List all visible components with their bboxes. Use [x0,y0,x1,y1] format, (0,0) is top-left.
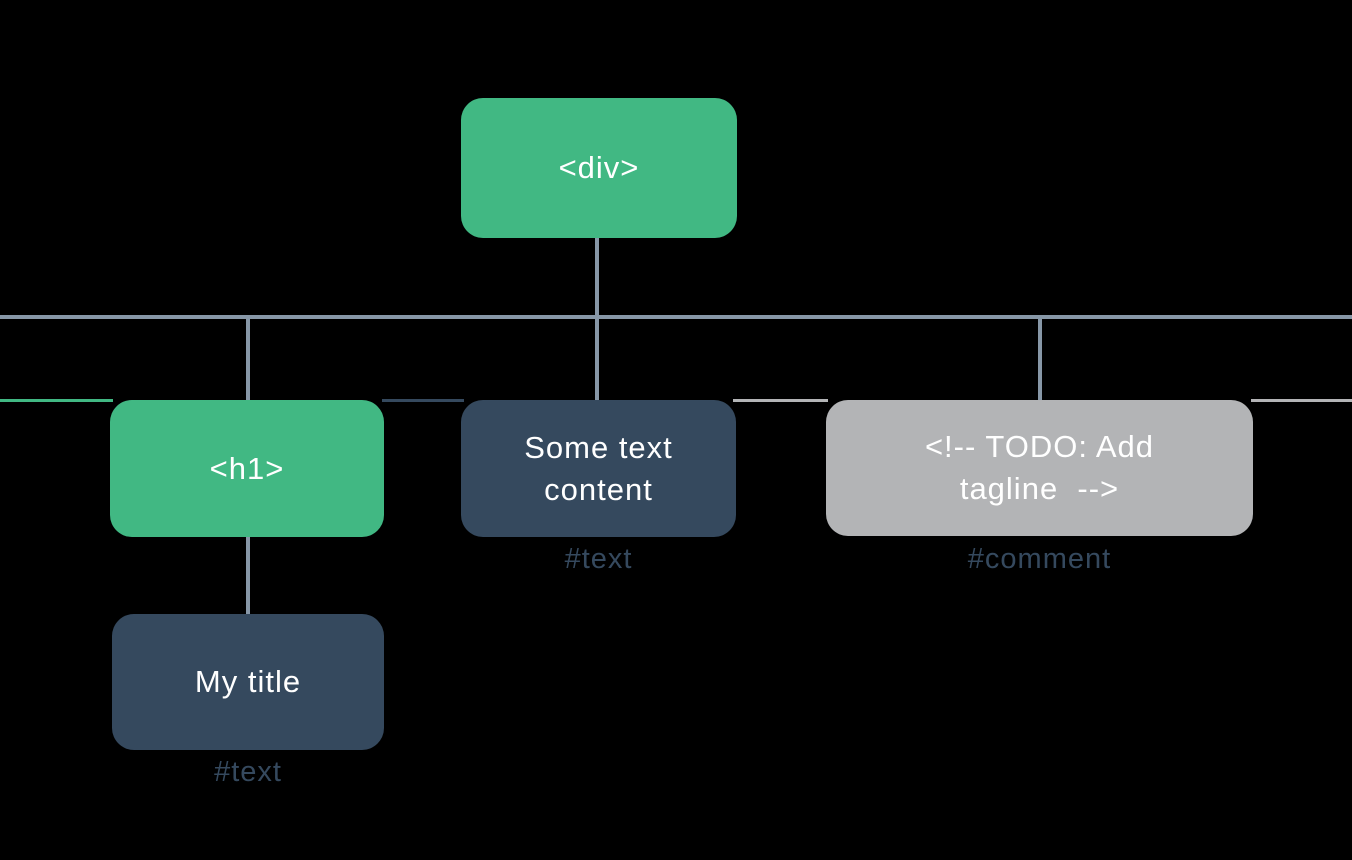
annotation-my-title-text-node: #text [214,756,282,788]
node-div: <div> [461,98,737,238]
node-my-title: My title [112,614,384,750]
edge-segment-navy-middle [382,399,464,402]
node-h1-label: <h1> [209,450,285,486]
connector-h1-to-title [246,537,250,616]
node-comment: <!-- TODO: Add tagline --> [826,400,1253,536]
node-h1: <h1> [110,400,384,537]
node-div-label: <div> [558,150,640,186]
connector-drop-comment [1038,315,1042,402]
connector-horizontal-rail [0,315,1352,319]
edge-segment-green-left [0,399,113,402]
node-text-content: Some text content [461,400,736,537]
node-comment-label: <!-- TODO: Add tagline --> [924,429,1155,506]
connector-root-vertical [595,238,599,318]
annotation-text-node: #text [564,543,633,575]
node-my-title-label: My title [194,664,302,700]
edge-segment-gray-middle [733,399,828,402]
connector-drop-h1 [246,315,250,402]
node-text-content-label: Some text content [524,429,673,507]
connector-drop-text [595,315,599,402]
edge-segment-gray-right [1251,399,1352,402]
annotation-comment-node: #comment [967,543,1112,575]
